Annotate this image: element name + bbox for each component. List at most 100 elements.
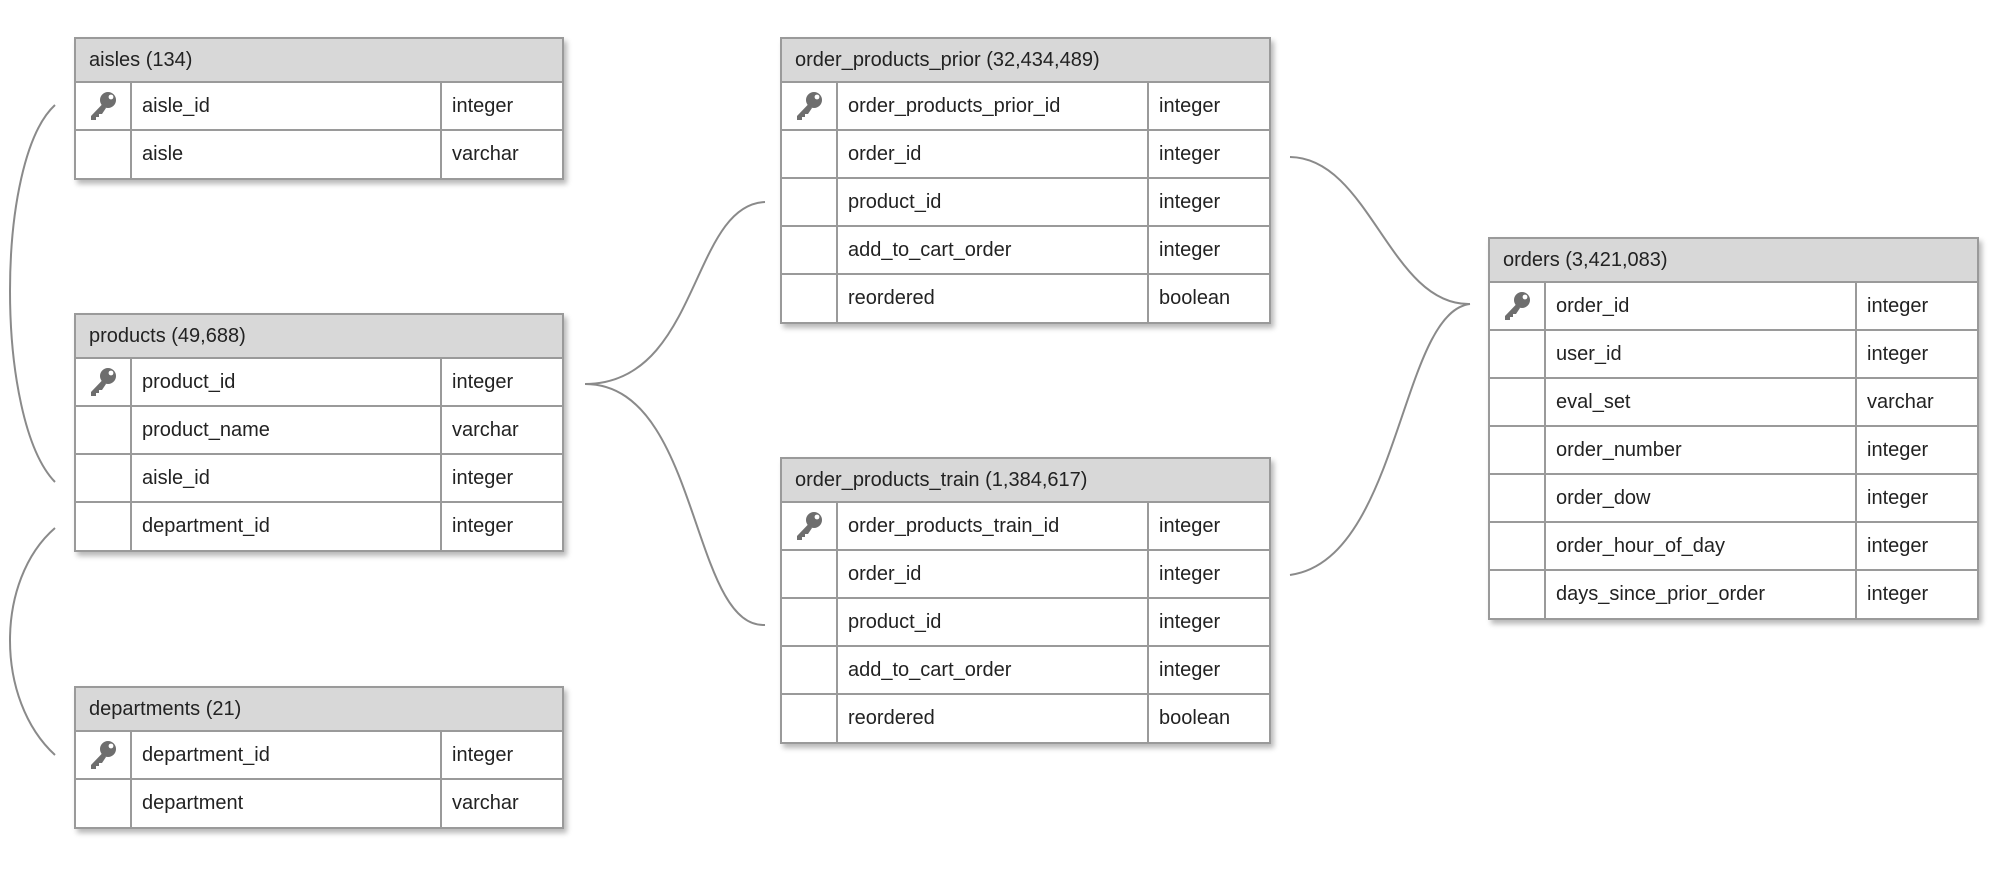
column-type: integer — [1867, 583, 1929, 605]
column-row[interactable]: order_id integer — [1490, 283, 1977, 331]
key-cell-empty — [782, 275, 838, 322]
column-type: integer — [1159, 562, 1221, 585]
column-name: product_id — [838, 599, 1149, 645]
column-row[interactable]: product_id integer — [76, 359, 562, 407]
column-name: user_id — [1546, 331, 1857, 377]
key-cell-empty — [76, 455, 132, 501]
key-cell-empty — [76, 407, 132, 453]
key-cell-empty — [1490, 523, 1546, 569]
column-row[interactable]: eval_set varchar — [1490, 379, 1977, 427]
column-type: integer — [1867, 534, 1929, 557]
column-row[interactable]: days_since_prior_order integer — [1490, 571, 1977, 618]
column-name: days_since_prior_order — [1546, 571, 1857, 618]
column-type: varchar — [452, 143, 519, 165]
column-name: order_number — [1546, 427, 1857, 473]
column-name: department — [132, 780, 442, 827]
column-row[interactable]: user_id integer — [1490, 331, 1977, 379]
key-cell-empty — [782, 695, 838, 742]
column-row[interactable]: order_products_train_id integer — [782, 503, 1269, 551]
column-row[interactable]: order_dow integer — [1490, 475, 1977, 523]
column-name: aisle — [132, 131, 442, 178]
column-name: product_id — [132, 359, 442, 405]
column-type: integer — [1867, 438, 1929, 461]
table-title: products (49,688) — [76, 315, 562, 359]
key-cell-empty — [782, 599, 838, 645]
column-row[interactable]: product_name varchar — [76, 407, 562, 455]
key-icon — [782, 83, 838, 129]
table-products[interactable]: products (49,688) product_id integer pro… — [74, 313, 564, 552]
column-name: order_hour_of_day — [1546, 523, 1857, 569]
column-type: integer — [1867, 342, 1929, 365]
column-row[interactable]: order_number integer — [1490, 427, 1977, 475]
table-aisles[interactable]: aisles (134) aisle_id integer aisle varc… — [74, 37, 564, 180]
key-cell-empty — [782, 131, 838, 177]
column-name: order_products_train_id — [838, 503, 1149, 549]
key-cell-empty — [76, 780, 132, 827]
column-row[interactable]: order_id integer — [782, 131, 1269, 179]
column-type: integer — [1159, 94, 1221, 117]
column-name: reordered — [838, 275, 1149, 322]
column-row[interactable]: reordered boolean — [782, 275, 1269, 322]
column-name: order_dow — [1546, 475, 1857, 521]
table-title: orders (3,421,083) — [1490, 239, 1977, 283]
key-cell-empty — [782, 227, 838, 273]
column-name: eval_set — [1546, 379, 1857, 425]
column-name: reordered — [838, 695, 1149, 742]
column-row[interactable]: aisle varchar — [76, 131, 562, 178]
column-row[interactable]: product_id integer — [782, 179, 1269, 227]
key-cell-empty — [782, 179, 838, 225]
column-row[interactable]: product_id integer — [782, 599, 1269, 647]
column-type: varchar — [1867, 390, 1934, 413]
column-name: add_to_cart_order — [838, 227, 1149, 273]
relation-line-aisles-products — [9, 104, 56, 483]
column-type: integer — [1159, 658, 1221, 681]
column-row[interactable]: order_id integer — [782, 551, 1269, 599]
column-type: integer — [452, 466, 514, 489]
key-icon — [1490, 283, 1546, 329]
key-cell-empty — [1490, 571, 1546, 618]
column-row[interactable]: aisle_id integer — [76, 83, 562, 131]
column-row[interactable]: order_products_prior_id integer — [782, 83, 1269, 131]
table-order-products-train[interactable]: order_products_train (1,384,617) order_p… — [780, 457, 1271, 744]
column-type: integer — [1159, 514, 1221, 537]
column-row[interactable]: department_id integer — [76, 732, 562, 780]
column-row[interactable]: add_to_cart_order integer — [782, 647, 1269, 695]
column-type: integer — [452, 515, 514, 537]
key-cell-empty — [782, 647, 838, 693]
column-name: aisle_id — [132, 455, 442, 501]
key-cell-empty — [1490, 427, 1546, 473]
table-title: order_products_prior (32,434,489) — [782, 39, 1269, 83]
relation-line-products-order-products-train — [584, 383, 766, 627]
column-type: boolean — [1159, 707, 1231, 729]
column-type: boolean — [1159, 287, 1231, 309]
column-name: add_to_cart_order — [838, 647, 1149, 693]
key-icon — [76, 83, 132, 129]
column-type: integer — [452, 370, 514, 393]
column-name: product_id — [838, 179, 1149, 225]
column-name: product_name — [132, 407, 442, 453]
column-type: integer — [1159, 190, 1221, 213]
column-name: order_id — [838, 131, 1149, 177]
table-title: order_products_train (1,384,617) — [782, 459, 1269, 503]
table-order-products-prior[interactable]: order_products_prior (32,434,489) order_… — [780, 37, 1271, 324]
relation-line-departments-products — [9, 527, 56, 756]
column-type: varchar — [452, 418, 519, 441]
column-type: integer — [1159, 610, 1221, 633]
column-row[interactable]: order_hour_of_day integer — [1490, 523, 1977, 571]
column-row[interactable]: reordered boolean — [782, 695, 1269, 742]
column-type: integer — [1159, 238, 1221, 261]
column-row[interactable]: aisle_id integer — [76, 455, 562, 503]
column-type: integer — [452, 743, 514, 766]
column-row[interactable]: add_to_cart_order integer — [782, 227, 1269, 275]
key-cell-empty — [1490, 379, 1546, 425]
table-departments[interactable]: departments (21) department_id integer d… — [74, 686, 564, 829]
relation-line-products-order-products-prior — [584, 201, 766, 385]
column-name: order_id — [838, 551, 1149, 597]
column-row[interactable]: department_id integer — [76, 503, 562, 550]
key-cell-empty — [76, 131, 132, 178]
table-orders[interactable]: orders (3,421,083) order_id integer user… — [1488, 237, 1979, 620]
key-icon — [76, 359, 132, 405]
relation-line-orders-order-products-prior — [1289, 156, 1471, 306]
key-icon — [76, 732, 132, 778]
column-row[interactable]: department varchar — [76, 780, 562, 827]
